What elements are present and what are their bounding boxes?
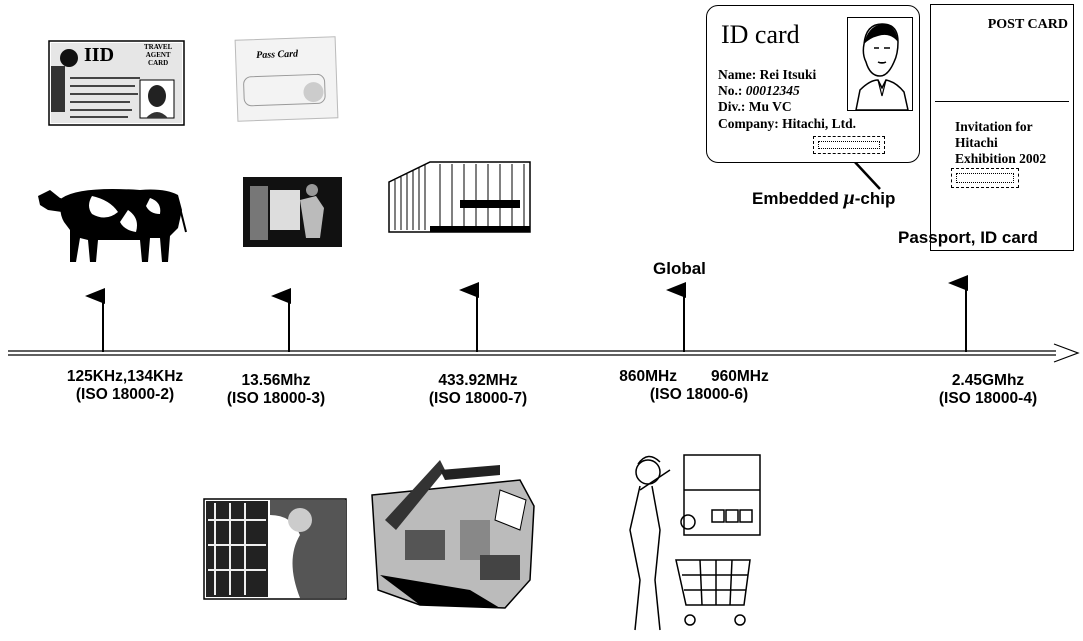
freq-value-a: 860MHz (619, 368, 677, 385)
freq-value: 2.45GMhz (951, 372, 1025, 389)
freq-value-pair: 860MHz 960MHz (604, 368, 784, 386)
post-card: POST CARD Invitation for Hitachi Exhibit… (930, 4, 1074, 251)
shipping-container-image (388, 161, 531, 233)
passport-label: Passport, ID card (898, 228, 1038, 247)
freq-label-433mhz: 433.92MHz (ISO 18000-7) (408, 372, 548, 408)
travel-card-image (48, 40, 185, 126)
freq-value: 13.56Mhz (241, 372, 311, 389)
iso-standard: (ISO 18000-3) (226, 390, 326, 407)
travel-card-side-3: CARD (148, 59, 169, 67)
freq-value: 125KHz,134KHz (66, 368, 184, 385)
pass-card-image: Pass Card (234, 36, 339, 122)
travel-card-side-1: TRAVEL (144, 43, 173, 51)
embedded-chip-label: Embedded μ-chip (752, 187, 895, 210)
port-image (371, 460, 535, 609)
shopping-image (629, 454, 761, 631)
post-card-line-2: Hitachi (955, 135, 998, 150)
id-card-photo (847, 17, 913, 111)
iso-standard: (ISO 18000-2) (75, 386, 175, 403)
freq-label-125khz: 125KHz,134KHz (ISO 18000-2) (50, 368, 200, 404)
post-card-invitation: Invitation for Hitachi Exhibition 2002 (955, 119, 1046, 167)
iso-standard: (ISO 18000-4) (938, 390, 1038, 407)
embedded-chip-suffix: -chip (854, 189, 896, 208)
id-card-number-label: No.: (718, 83, 746, 98)
id-card-chip (813, 136, 885, 154)
post-card-title: POST CARD (987, 17, 1068, 32)
id-card: ID card Name: Rei Itsuki No.: 00012345 D… (706, 5, 920, 163)
post-card-line-3: Exhibition 2002 (955, 151, 1047, 166)
freq-value: 433.92MHz (438, 372, 518, 389)
id-card-company: Company: Hitachi, Ltd. (718, 116, 857, 131)
id-card-division: Div.: Mu VC (718, 99, 792, 114)
pass-card-title: Pass Card (255, 48, 299, 62)
post-card-chip (951, 168, 1019, 188)
id-card-number: No.: 00012345 (718, 83, 800, 99)
freq-label-245ghz: 2.45GMhz (ISO 18000-4) (918, 372, 1058, 408)
freq-label-13mhz: 13.56Mhz (ISO 18000-3) (206, 372, 346, 408)
travel-card-logo: IID (84, 44, 115, 66)
iso-standard: (ISO 18000-6) (649, 386, 749, 403)
freq-value-b: 960MHz (711, 368, 769, 385)
library-image (203, 498, 347, 600)
mu-symbol: μ (843, 187, 855, 209)
post-card-line-1: Invitation for (955, 119, 1033, 134)
id-card-title: ID card (721, 20, 800, 49)
freq-label-860mhz: 860MHz 960MHz (ISO 18000-6) (604, 368, 784, 404)
cow-image (38, 189, 187, 262)
global-label: Global (653, 259, 706, 278)
frequency-axis (8, 343, 1080, 363)
post-card-rule (935, 101, 1069, 102)
travel-card-side: TRAVEL AGENT CARD (144, 43, 172, 67)
travel-card-side-2: AGENT (145, 51, 171, 59)
id-card-name: Name: Rei Itsuki (718, 67, 817, 82)
id-card-number-value: 00012345 (745, 83, 800, 98)
portrait-icon (855, 23, 909, 110)
logistics-worker-image (243, 177, 342, 247)
iso-standard: (ISO 18000-7) (428, 390, 528, 407)
embedded-chip-prefix: Embedded (752, 189, 844, 208)
